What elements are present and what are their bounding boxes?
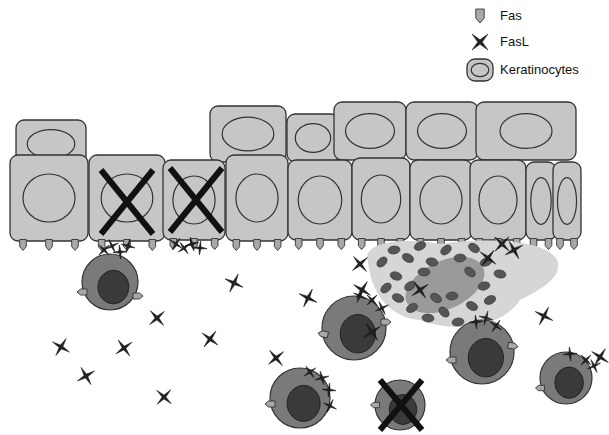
basal-keratinocyte bbox=[553, 162, 581, 240]
fasl-ligand bbox=[299, 289, 317, 307]
apoptosis-cross bbox=[380, 380, 422, 430]
lymphocyte bbox=[450, 320, 514, 384]
fasl-ligand bbox=[185, 237, 199, 251]
basal-keratinocyte bbox=[10, 155, 88, 241]
fasl-ligand bbox=[354, 282, 371, 299]
fasl-ligand bbox=[535, 307, 553, 325]
fas-receptor bbox=[149, 240, 156, 251]
fasl-ligand bbox=[178, 242, 190, 254]
lymphocyte bbox=[375, 380, 425, 430]
legend-entry: FasL bbox=[500, 34, 529, 50]
lymphocytes bbox=[77, 254, 592, 430]
fas-receptor bbox=[72, 240, 79, 251]
fasl-ligand bbox=[480, 250, 496, 266]
fasl-ligand bbox=[99, 245, 109, 255]
basal-keratinocyte bbox=[163, 160, 225, 240]
fasl-ligand bbox=[563, 347, 577, 361]
basal-keratinocyte bbox=[89, 155, 165, 241]
fas-receptor bbox=[254, 240, 261, 251]
fasl-ligand bbox=[495, 237, 509, 251]
fasl-ligand bbox=[113, 245, 127, 259]
fas-receptor bbox=[46, 240, 53, 251]
apoptosis-cross bbox=[101, 170, 153, 234]
fas-receptor bbox=[557, 239, 564, 250]
legend-text: FasL bbox=[500, 34, 529, 49]
suprabasal-keratinocyte bbox=[287, 114, 339, 162]
fasl-ligand bbox=[121, 239, 135, 253]
fas-receptor bbox=[77, 289, 87, 295]
fasl-ligand bbox=[225, 274, 243, 292]
suprabasal-keratinocyte bbox=[210, 106, 286, 162]
suprabasal-keratinocyte bbox=[476, 102, 576, 160]
basal-keratinocyte bbox=[470, 160, 526, 240]
legend-text: Keratinocytes bbox=[500, 62, 579, 77]
fasl-ligand bbox=[193, 241, 207, 255]
fas-receptor bbox=[446, 357, 456, 363]
legend-fasl-symbol bbox=[472, 34, 488, 50]
fasl-ligand bbox=[581, 355, 591, 365]
fas-receptor bbox=[508, 342, 519, 350]
legend-fas-symbol bbox=[476, 9, 484, 23]
fasl-ligand bbox=[592, 349, 609, 366]
fas-receptor bbox=[274, 240, 281, 251]
granular-cell bbox=[367, 240, 558, 327]
fas-receptor bbox=[295, 239, 302, 250]
fas-receptor bbox=[318, 330, 329, 338]
basal-keratinocyte bbox=[526, 162, 556, 240]
fas-receptor bbox=[265, 401, 275, 407]
fas-receptor bbox=[371, 402, 380, 407]
fas-receptor bbox=[20, 240, 27, 251]
fas-receptor bbox=[317, 239, 324, 250]
epidermis bbox=[10, 102, 581, 251]
fas-receptor bbox=[571, 239, 578, 250]
fas-receptor bbox=[358, 239, 365, 250]
fasl-ligand bbox=[268, 350, 283, 365]
fasl-ligand bbox=[353, 257, 368, 272]
legend-keratinocyte-symbol bbox=[467, 59, 493, 81]
fasl-ligand bbox=[412, 282, 428, 298]
fasl-ligand bbox=[106, 240, 119, 253]
lymphocyte bbox=[322, 296, 386, 360]
lymphocyte bbox=[540, 352, 592, 404]
lymphocyte bbox=[270, 368, 330, 428]
lymphocyte bbox=[82, 254, 138, 310]
basal-keratinocyte bbox=[288, 160, 352, 240]
legend-entry: Fas bbox=[500, 8, 522, 24]
fasl-ligand bbox=[364, 324, 380, 340]
fas-receptor bbox=[338, 239, 345, 250]
fasl-ligand bbox=[150, 311, 165, 326]
fasl-ligand bbox=[116, 340, 132, 356]
apoptosis-cross bbox=[170, 168, 222, 232]
suprabasal-keratinocyte bbox=[406, 102, 478, 160]
basal-keratinocyte bbox=[226, 155, 288, 241]
fasl-ligand bbox=[315, 371, 329, 385]
fasl-ligand bbox=[588, 360, 601, 373]
fasl-ligand bbox=[324, 400, 337, 413]
fas-receptor bbox=[233, 240, 240, 251]
fas-receptor bbox=[381, 319, 391, 325]
fasl-ligand bbox=[322, 383, 336, 397]
basal-keratinocyte bbox=[352, 158, 410, 240]
fas-receptor bbox=[211, 239, 218, 250]
fasl-ligand bbox=[367, 295, 377, 305]
fasl-ligand bbox=[202, 331, 218, 347]
fasl-ligand bbox=[170, 238, 182, 250]
fasl-ligand bbox=[53, 339, 70, 356]
fas-receptor bbox=[536, 385, 545, 390]
fas-receptor bbox=[545, 239, 552, 250]
suprabasal-keratinocyte bbox=[334, 102, 406, 160]
fasl-ligand bbox=[77, 367, 94, 384]
fasl-ligand bbox=[304, 366, 316, 378]
fasl-ligand bbox=[157, 390, 171, 404]
legend-entry: Keratinocytes bbox=[500, 62, 579, 78]
fas-receptor bbox=[133, 293, 143, 299]
legend-text: Fas bbox=[500, 8, 522, 23]
basal-keratinocyte bbox=[410, 160, 472, 240]
fasl-ligand bbox=[376, 302, 389, 315]
fasl-ligand bbox=[490, 320, 502, 332]
